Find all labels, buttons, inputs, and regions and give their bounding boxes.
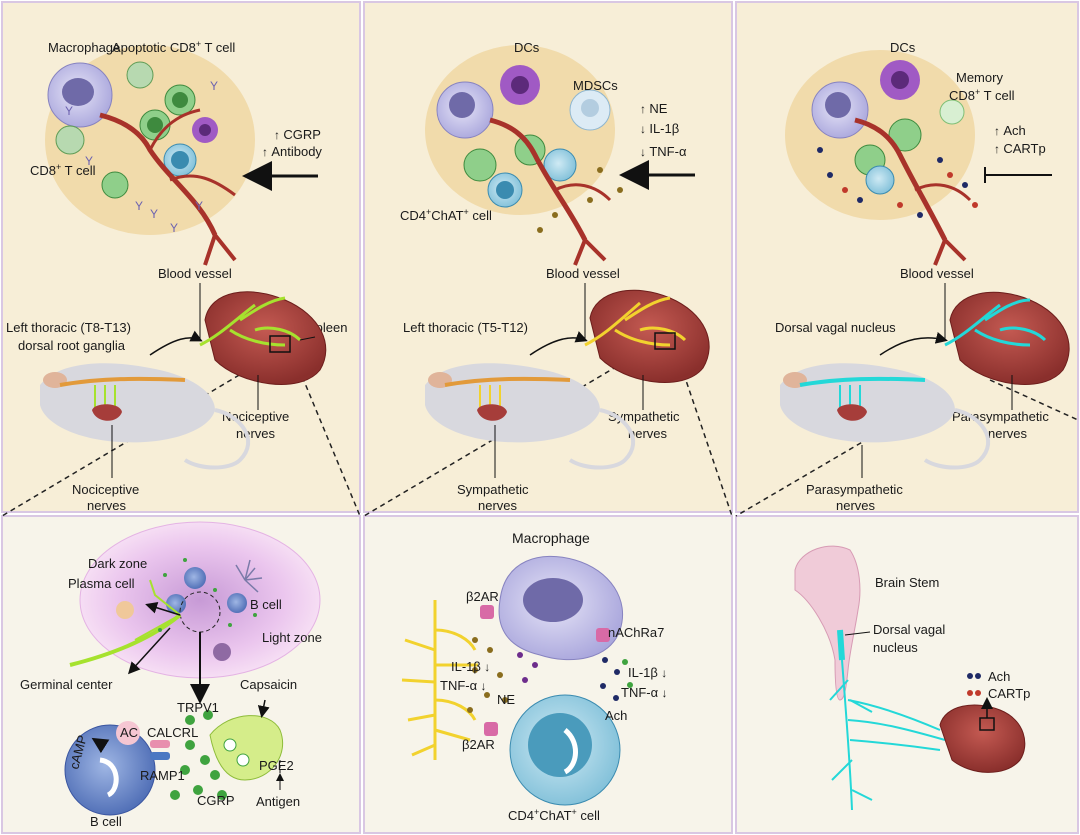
panel4-calcrl-label: CALCRL: [147, 725, 198, 740]
panel4-germinal-center-label: Germinal center: [20, 677, 113, 692]
panel2-nerve-line1: Sympathetic: [608, 409, 680, 424]
panel4-pge2-label: PGE2: [259, 758, 294, 773]
panel2-labels: DCs MDSCs ↑ NE ↓ IL-1β ↓ TNF-α CD4+ChAT+…: [400, 40, 695, 513]
panel3-memory-line2: CD8+ T cell: [949, 87, 1015, 103]
panel5-macrophage-label: Macrophage: [512, 530, 590, 546]
panel5-molecules: [467, 637, 633, 713]
panel6-cartp-label: CARTp: [988, 686, 1030, 701]
panel6-spleen: [939, 697, 1026, 773]
panel5-tnfa-right-label: TNF-α ↓: [621, 685, 667, 700]
panel6-labels: Brain Stem Dorsal vagal nucleus Ach CART…: [844, 575, 1030, 701]
panel3-blood-vessel-label: Blood vessel: [900, 266, 974, 281]
panel2-rat-nerve-line1: Sympathetic: [457, 482, 529, 497]
panel2-rat: [425, 363, 636, 478]
panel3-nerve-line1: Parasympathetic: [952, 409, 1049, 424]
panel2-il1b-label: ↓ IL-1β: [640, 121, 679, 136]
panel4-antigen-label: Antigen: [256, 794, 300, 809]
panel4-ramp1-label: RAMP1: [140, 768, 185, 783]
panel2-nerve-line2: nerves: [628, 426, 668, 441]
panel1-cgrp-label: ↑ CGRP: [274, 127, 321, 142]
panel4-trpv1-label: TRPV1: [177, 700, 219, 715]
panel3-cartp-label: ↑ CARTp: [994, 141, 1046, 156]
panel4-cgrp-label: CGRP: [197, 793, 235, 808]
svg-text:Y: Y: [150, 207, 158, 221]
panel2-source-label: Left thoracic (T5-T12): [403, 320, 528, 335]
panel4-b-cell-label: B cell: [90, 814, 122, 829]
panel6-dvn-line1: Dorsal vagal: [873, 622, 945, 637]
panel2-mdscs-label: MDSCs: [573, 78, 618, 93]
panel4-ac-label: AC: [120, 725, 138, 740]
panel1-blood-vessel-label: Blood vessel: [158, 266, 232, 281]
panel4-b-cell-signaling: [64, 699, 284, 816]
panel1-cd8-label: CD8+ T cell: [30, 162, 96, 178]
panel4-plasma-cell-label: Plasma cell: [68, 576, 135, 591]
panel2-blood-vessel-label: Blood vessel: [546, 266, 620, 281]
panel4-light-zone-label: Light zone: [262, 630, 322, 645]
svg-text:Y: Y: [65, 104, 73, 118]
panel6-bg: [735, 515, 1079, 834]
panel3-ach-label: ↑ Ach: [994, 123, 1026, 138]
svg-text:Y: Y: [210, 79, 218, 93]
panel6-brain-stem-label: Brain Stem: [875, 575, 939, 590]
panel3-labels: DCs Memory CD8+ T cell ↑ Ach ↑ CARTp Blo…: [775, 40, 1052, 513]
panel3-source-label: Dorsal vagal nucleus: [775, 320, 896, 335]
panel5-ach-label: Ach: [605, 708, 627, 723]
panel4-labels: Dark zone Plasma cell B cell Light zone …: [20, 556, 322, 829]
panel5-b2ar-top-label: β2AR: [466, 589, 499, 604]
panel6-ach-label: Ach: [988, 669, 1010, 684]
panel1-apoptotic-label: Apoptotic CD8+ T cell: [112, 39, 235, 55]
panel5-il1b-left-label: IL-1β ↓: [451, 659, 490, 674]
panel5-macrophage: [480, 555, 624, 661]
panel1-spleen: [149, 283, 327, 410]
svg-text:Y: Y: [170, 221, 178, 235]
panel3-dcs-label: DCs: [890, 40, 916, 55]
panel3-rat: [780, 363, 991, 478]
panel5-il1b-right-label: IL-1β ↓: [628, 665, 667, 680]
panel1-rat-nerve-line2: nerves: [87, 498, 127, 513]
svg-text:Y: Y: [135, 199, 143, 213]
panel1-source-line1: Left thoracic (T8-T13): [6, 320, 131, 335]
panel1-source-line2: dorsal root ganglia: [18, 338, 126, 353]
panel5-nachra7-label: nAChRa7: [608, 625, 664, 640]
panel5-b2ar-bottom-label: β2AR: [462, 737, 495, 752]
panel1-antibody-label: ↑ Antibody: [262, 144, 322, 159]
panel2-rat-nerve-line2: nerves: [478, 498, 518, 513]
panel3-rat-nerve-line2: nerves: [836, 498, 876, 513]
panel6-vagus-nerve: [829, 659, 946, 811]
panel3-nerve-line2: nerves: [988, 426, 1028, 441]
svg-text:Y: Y: [195, 199, 203, 213]
panel2-spleen: [529, 283, 710, 410]
panel2-chat-cell-label: CD4+ChAT+ cell: [400, 207, 492, 223]
panel4-b-cell-gc-label: B cell: [250, 597, 282, 612]
panel1-macrophage-label: Macrophage: [48, 40, 120, 55]
panel5-chat-cell-label: CD4+ChAT+ cell: [508, 807, 600, 823]
panel3-spleen: [879, 283, 1070, 410]
panel2-dcs-label: DCs: [514, 40, 540, 55]
panel1-rat: [40, 363, 251, 478]
panel5-ne-label: NE: [497, 692, 515, 707]
panel4-germinal-center: [69, 521, 321, 704]
panel5-tnfa-left-label: TNF-α ↓: [440, 678, 486, 693]
panel4-capsaicin-label: Capsaicin: [240, 677, 297, 692]
panel4-dark-zone-label: Dark zone: [88, 556, 147, 571]
panel3-rat-nerve-line1: Parasympathetic: [806, 482, 903, 497]
panel3-cell-cluster: [785, 50, 978, 266]
panel2-ne-label: ↑ NE: [640, 101, 668, 116]
panel6-molecules: [967, 673, 981, 696]
panel2-cell-cluster: [425, 45, 623, 266]
panel5-chat-cell: [484, 694, 621, 806]
panel6-brainstem: [794, 545, 861, 701]
panel1-cell-cluster: YY YY YY Y: [45, 45, 255, 266]
svg-text:Y: Y: [85, 154, 93, 168]
panel2-tnfa-label: ↓ TNF-α: [640, 144, 687, 159]
panel3-memory-line1: Memory: [956, 70, 1003, 85]
panel5-labels: Macrophage β2AR nAChRa7 IL-1β ↓ TNF-α ↓ …: [440, 530, 667, 823]
panel5-nerve: [401, 600, 478, 760]
panel6-dvn-line2: nucleus: [873, 640, 918, 655]
panel1-rat-nerve-line1: Nociceptive: [72, 482, 139, 497]
